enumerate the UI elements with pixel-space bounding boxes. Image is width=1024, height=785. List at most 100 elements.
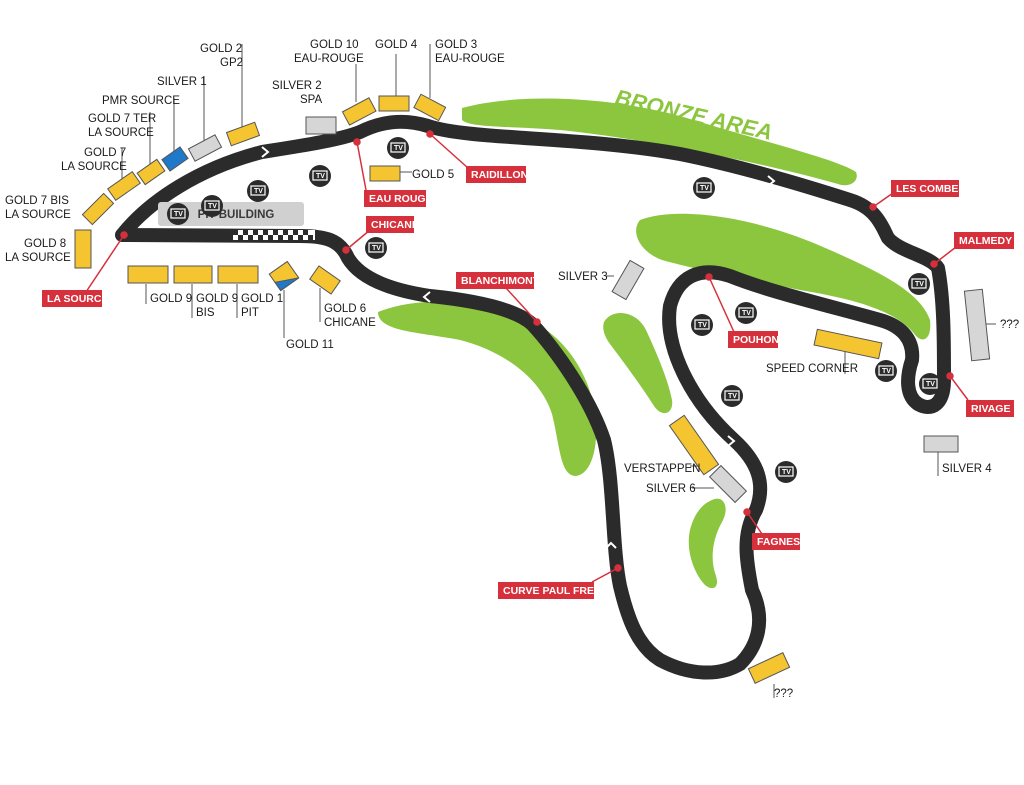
label-gold-7-l2: LA SOURCE bbox=[61, 161, 127, 173]
label-verstappen: VERSTAPPEN bbox=[624, 463, 700, 475]
grandstand-silver-3[interactable] bbox=[611, 259, 645, 301]
svg-text:TV: TV bbox=[316, 173, 325, 180]
grandstand-gold-7[interactable] bbox=[107, 170, 141, 202]
label-gold-4: GOLD 4 bbox=[375, 39, 418, 51]
corner-pouhon[interactable]: POUHON bbox=[728, 331, 779, 348]
svg-text:POUHON: POUHON bbox=[733, 334, 779, 346]
green-zone-fagnes bbox=[688, 498, 726, 589]
svg-text:TV: TV bbox=[882, 368, 891, 375]
grandstand-gold-7-bis[interactable] bbox=[81, 192, 115, 226]
grandstand-unknown-south[interactable] bbox=[747, 652, 791, 684]
label-gold-1-l2: PIT bbox=[241, 307, 259, 319]
arrow-icon bbox=[767, 175, 776, 187]
grandstand-gold-7-ter[interactable] bbox=[136, 158, 166, 186]
label-silver-1: SILVER 1 bbox=[157, 76, 207, 88]
tv-icon: TV bbox=[875, 360, 897, 382]
svg-text:TV: TV bbox=[915, 281, 924, 288]
corner-les-combes[interactable]: LES COMBES bbox=[891, 180, 965, 197]
label-gold-3-l2: EAU-ROUGE bbox=[435, 53, 505, 65]
svg-text:TV: TV bbox=[254, 188, 263, 195]
grandstand-labels: GOLD 2 GP2 SILVER 1 PMR SOURCE GOLD 7 TE… bbox=[5, 39, 1019, 700]
grandstand-silver-2[interactable] bbox=[305, 116, 337, 135]
corner-fagnes[interactable]: FAGNES bbox=[752, 533, 800, 550]
arrow-icon bbox=[261, 146, 270, 158]
grandstand-silver-6[interactable] bbox=[708, 464, 748, 504]
grandstand-unknown-east[interactable] bbox=[963, 288, 991, 362]
svg-text:TV: TV bbox=[174, 211, 183, 218]
green-zone-blanchimont bbox=[378, 301, 597, 476]
label-gold-1-l1: GOLD 1 bbox=[241, 293, 283, 305]
label-gold-7-l1: GOLD 7 bbox=[84, 147, 126, 159]
svg-text:TV: TV bbox=[728, 393, 737, 400]
tv-icon: TV bbox=[365, 237, 387, 259]
label-unknown-south: ??? bbox=[774, 688, 793, 700]
label-speed-corner: SPEED CORNER bbox=[766, 363, 858, 375]
grandstand-speed-corner[interactable] bbox=[813, 328, 883, 360]
grandstand-gold-8[interactable] bbox=[74, 229, 92, 269]
svg-text:CURVE PAUL FRERE: CURVE PAUL FRERE bbox=[503, 585, 609, 597]
green-zone-pouhon bbox=[603, 312, 673, 414]
label-gold-9-bis-l1: GOLD 9 bbox=[196, 293, 238, 305]
grandstand-gold-6[interactable] bbox=[309, 265, 341, 295]
grandstand-gold-10[interactable] bbox=[341, 97, 377, 126]
grandstand-gold-3[interactable] bbox=[413, 93, 447, 122]
svg-text:TV: TV bbox=[782, 469, 791, 476]
svg-text:LA SOURCE: LA SOURCE bbox=[47, 293, 108, 305]
label-gold-7-ter-l1: GOLD 7 TER bbox=[88, 113, 156, 125]
label-silver-4: SILVER 4 bbox=[942, 463, 992, 475]
grandstand-gold-1[interactable] bbox=[217, 265, 259, 284]
label-gold-2-l2: GP2 bbox=[220, 57, 243, 69]
start-finish-line bbox=[233, 230, 315, 240]
tv-icon: TV bbox=[721, 385, 743, 407]
svg-text:CHICANE: CHICANE bbox=[371, 219, 419, 231]
corner-la-source[interactable]: LA SOURCE bbox=[42, 290, 108, 307]
grandstand-gold-2[interactable] bbox=[225, 121, 261, 147]
tv-icon: TV bbox=[691, 314, 713, 336]
tv-icon: TV bbox=[919, 373, 941, 395]
label-gold-8-l1: GOLD 8 bbox=[24, 238, 66, 250]
grandstand-pmr-source[interactable] bbox=[161, 146, 189, 172]
race-track bbox=[115, 114, 951, 680]
label-gold-6-l1: GOLD 6 bbox=[324, 303, 366, 315]
corner-chicane[interactable]: CHICANE bbox=[366, 216, 419, 233]
label-gold-3-l1: GOLD 3 bbox=[435, 39, 477, 51]
tv-icons: TV TV TV TV TV TV TV TV TV TV TV TV TV T… bbox=[167, 137, 941, 483]
corner-blanchimont[interactable]: BLANCHIMONT bbox=[456, 272, 540, 289]
label-gold-9-bis-l2: BIS bbox=[196, 307, 215, 319]
svg-text:MALMEDY: MALMEDY bbox=[959, 235, 1012, 247]
grandstand-gold-11[interactable] bbox=[268, 260, 300, 292]
grandstand-gold-5[interactable] bbox=[369, 165, 401, 182]
green-zone-north bbox=[636, 213, 931, 340]
label-gold-10-l1: GOLD 10 bbox=[310, 39, 359, 51]
tv-icon: TV bbox=[167, 203, 189, 225]
tv-icon: TV bbox=[387, 137, 409, 159]
label-silver-2-l2: SPA bbox=[300, 94, 322, 106]
svg-text:TV: TV bbox=[208, 203, 217, 210]
label-unknown-east: ??? bbox=[1000, 319, 1019, 331]
corner-curve-paul-frere[interactable]: CURVE PAUL FRERE bbox=[498, 582, 609, 599]
label-gold-8-l2: LA SOURCE bbox=[5, 252, 71, 264]
grandstand-verstappen[interactable] bbox=[668, 414, 720, 476]
arrow-icon bbox=[727, 435, 736, 447]
arrow-icon bbox=[422, 291, 431, 303]
tv-icon: TV bbox=[775, 461, 797, 483]
corner-malmedy[interactable]: MALMEDY bbox=[954, 232, 1014, 249]
corner-rivage[interactable]: RIVAGE bbox=[966, 400, 1014, 417]
grandstand-silver-4[interactable] bbox=[923, 435, 959, 453]
grandstand-silver-1[interactable] bbox=[187, 134, 223, 162]
grandstand-gold-9[interactable] bbox=[127, 265, 169, 284]
corner-pointers bbox=[85, 130, 969, 583]
svg-text:TV: TV bbox=[700, 185, 709, 192]
corner-eau-rouge[interactable]: EAU ROUGE bbox=[364, 190, 433, 207]
svg-text:LES COMBES: LES COMBES bbox=[896, 183, 965, 195]
label-gold-2-l1: GOLD 2 bbox=[200, 43, 242, 55]
tv-icon: TV bbox=[201, 195, 223, 217]
grandstand-gold-9-bis[interactable] bbox=[173, 265, 213, 284]
grandstand-gold-4[interactable] bbox=[378, 95, 410, 112]
corner-raidillon[interactable]: RAIDILLON bbox=[466, 166, 528, 183]
svg-text:TV: TV bbox=[926, 381, 935, 388]
tv-icon: TV bbox=[735, 302, 757, 324]
label-silver-2-l1: SILVER 2 bbox=[272, 80, 322, 92]
